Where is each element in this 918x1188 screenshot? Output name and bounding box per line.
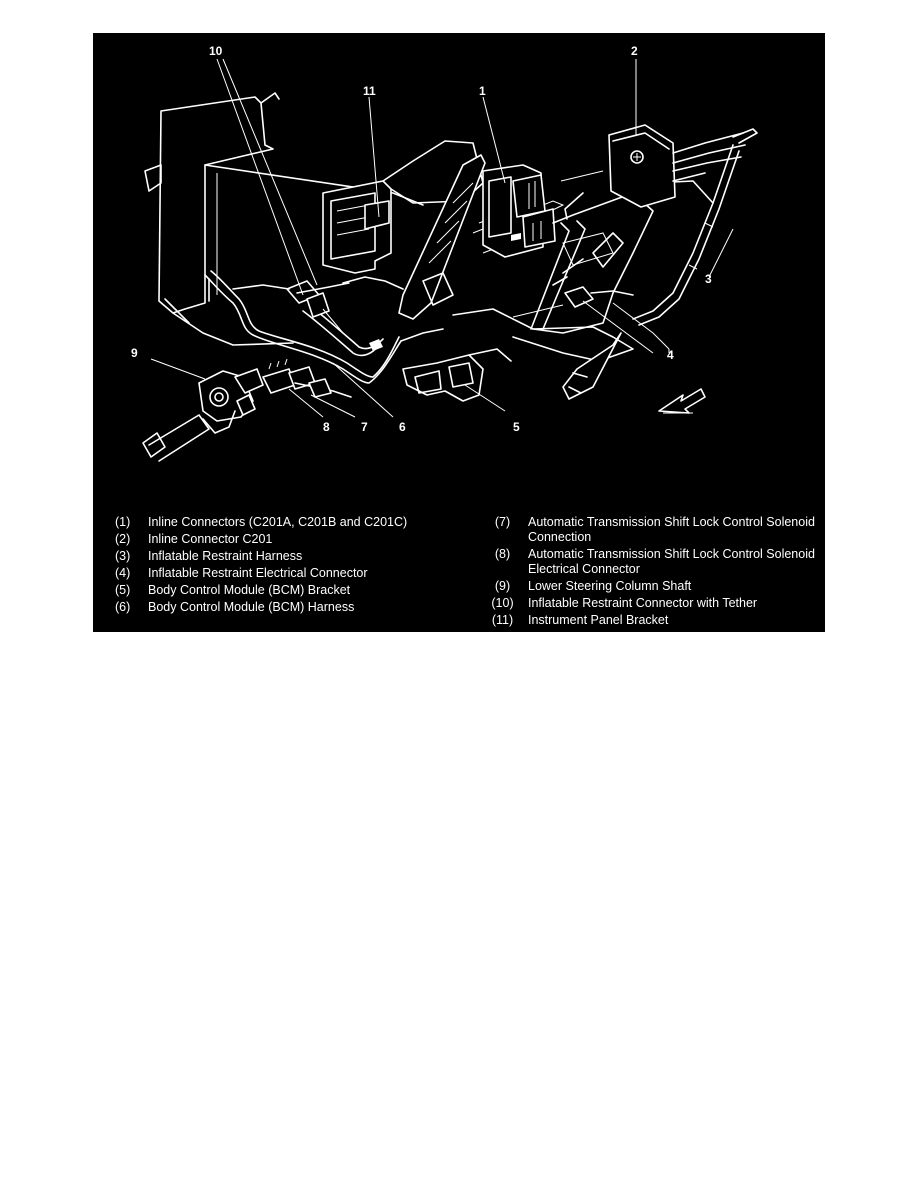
legend-text: Inflatable Restraint Electrical Connecto… — [148, 566, 368, 580]
legend-item: (2) Inline Connector C201 — [115, 532, 460, 547]
legend-number: (4) — [115, 566, 131, 580]
callout-1: 1 — [479, 84, 486, 98]
legend-text: Body Control Module (BCM) Harness — [148, 600, 355, 614]
shift-lock-solenoid — [262, 358, 352, 398]
callout-2: 2 — [631, 44, 638, 58]
legend-item: (7) Automatic Transmission Shift Lock Co… — [477, 515, 822, 545]
callout-10: 10 — [209, 44, 223, 58]
instrument-panel-bracket — [322, 140, 484, 274]
legend-right-column: (7) Automatic Transmission Shift Lock Co… — [477, 515, 822, 630]
inflatable-restraint-harness — [632, 144, 740, 326]
bcm-bracket — [402, 348, 512, 402]
callout-5: 5 — [513, 420, 520, 434]
legend-number: (2) — [115, 532, 131, 546]
legend-text: Automatic Transmission Shift Lock Contro… — [528, 547, 815, 576]
callout-6: 6 — [399, 420, 406, 434]
legend-item: (1) Inline Connectors (C201A, C201B and … — [115, 515, 460, 530]
legend-number: (3) — [115, 549, 131, 563]
legend-item: (8) Automatic Transmission Shift Lock Co… — [477, 547, 822, 577]
callout-3: 3 — [705, 272, 712, 286]
legend: (1) Inline Connectors (C201A, C201B and … — [93, 511, 825, 632]
inflatable-restraint-connector — [564, 286, 670, 350]
legend-number: (11) — [491, 613, 514, 627]
legend-text: Body Control Module (BCM) Bracket — [148, 583, 351, 597]
legend-item: (3) Inflatable Restraint Harness — [115, 549, 460, 564]
callout-11: 11 — [363, 84, 376, 98]
exploded-view-illustration: 10 11 1 2 3 4 5 6 7 8 9 — [131, 44, 758, 462]
legend-text: Inline Connectors (C201A, C201B and C201… — [148, 515, 408, 529]
callout-8: 8 — [323, 420, 330, 434]
legend-text: Inflatable Restraint Connector with Teth… — [528, 596, 758, 610]
legend-number: (7) — [494, 515, 511, 529]
legend-text: Inline Connector C201 — [148, 532, 273, 546]
legend-number: (8) — [494, 547, 511, 561]
legend-number: (1) — [115, 515, 131, 529]
callout-9: 9 — [131, 346, 138, 360]
legend-item: (5) Body Control Module (BCM) Bracket — [115, 583, 460, 598]
legend-text: Lower Steering Column Shaft — [528, 579, 692, 593]
restraint-connector-tether — [232, 276, 404, 344]
callout-4: 4 — [667, 348, 674, 362]
legend-text: Inflatable Restraint Harness — [148, 549, 303, 563]
inline-connector-c201 — [560, 124, 758, 208]
legend-number: (6) — [115, 600, 131, 614]
diagram-figure: 10 11 1 2 3 4 5 6 7 8 9 (1) Inline Conne… — [93, 33, 825, 632]
legend-number: (10) — [491, 596, 514, 610]
direction-arrow-icon — [658, 388, 706, 414]
legend-item: (10) Inflatable Restraint Connector with… — [477, 596, 822, 611]
legend-text: Instrument Panel Bracket — [528, 613, 669, 627]
bcm-harness — [204, 270, 444, 384]
legend-item: (11) Instrument Panel Bracket — [477, 613, 822, 628]
legend-text: Automatic Transmission Shift Lock Contro… — [528, 515, 815, 544]
legend-item: (9) Lower Steering Column Shaft — [477, 579, 822, 594]
legend-number: (5) — [115, 583, 131, 597]
dash-structure — [144, 92, 424, 346]
lower-steering-column-shaft — [142, 368, 264, 462]
legend-item: (4) Inflatable Restraint Electrical Conn… — [115, 566, 460, 581]
leader-lines — [150, 58, 734, 418]
callout-7: 7 — [361, 420, 368, 434]
inline-connectors-block — [482, 164, 556, 258]
right-frame — [452, 180, 714, 362]
legend-item: (6) Body Control Module (BCM) Harness — [115, 600, 460, 615]
legend-number: (9) — [494, 579, 511, 593]
lower-right-arm — [530, 220, 622, 400]
legend-left-column: (1) Inline Connectors (C201A, C201B and … — [115, 515, 460, 617]
